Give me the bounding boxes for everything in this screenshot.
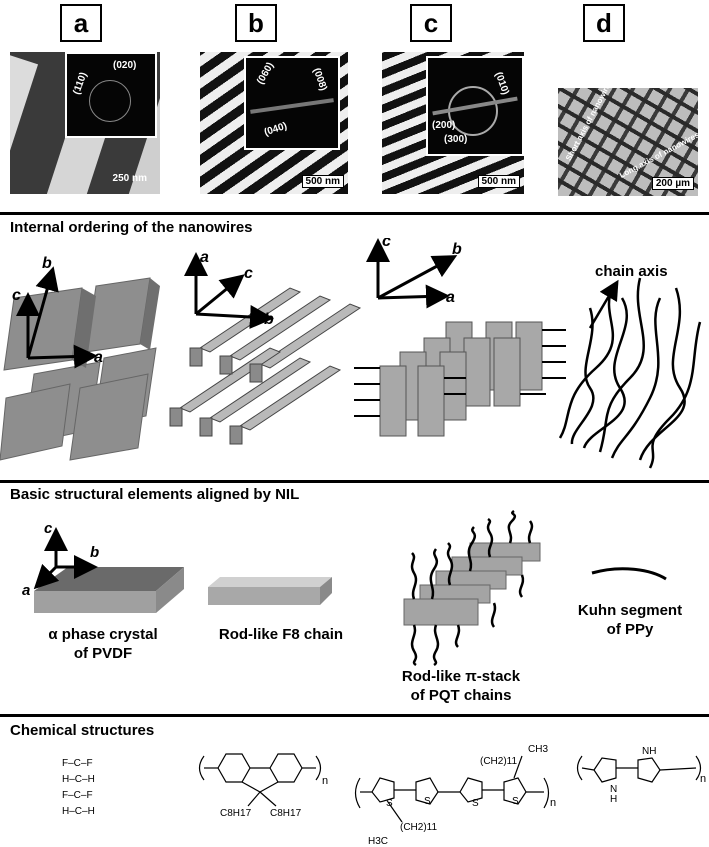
nh-group: NH	[642, 746, 656, 757]
f8-rod	[208, 577, 332, 605]
section-title-chemical: Chemical structures	[10, 722, 155, 739]
caption-line: of PPy	[606, 621, 654, 638]
diffraction-inset-b: (060) (008) (040)	[244, 56, 340, 150]
kuhn-segment-line	[591, 567, 667, 581]
micrograph-b: (060) (008) (040) 500 nm	[200, 52, 348, 194]
panel-label-b: b	[235, 4, 277, 42]
divider	[0, 714, 709, 717]
axis-label: b	[264, 311, 274, 328]
caption-line: of PQT chains	[410, 687, 512, 704]
micrograph-a: (110) (020) 250 nm	[10, 52, 160, 194]
section-title-basic: Basic structural elements aligned by NIL	[10, 486, 300, 503]
axis-label: b	[90, 544, 99, 561]
inset-label: (200)	[432, 120, 456, 131]
panel-label-a: a	[60, 4, 102, 42]
inset-label: (110)	[71, 70, 90, 97]
atom-group: F–C–F	[62, 758, 93, 769]
caption-ppy: Kuhn segment of PPy	[560, 601, 700, 639]
chain-axis-diagram	[558, 277, 702, 469]
divider	[0, 480, 709, 483]
caption-line: -stack	[476, 668, 521, 685]
inset-label: (060)	[255, 60, 277, 87]
alkyl-chain: (CH2)11	[480, 756, 517, 767]
axis-label: c	[44, 520, 53, 537]
inset-label: (020)	[113, 60, 137, 71]
panel-label-c: c	[410, 4, 452, 42]
internal-ordering-diagrams: c b a a c b	[0, 238, 702, 469]
axis-label: c	[382, 238, 391, 250]
pqt-pi-stack	[403, 509, 541, 667]
pvdf-crystal-slab: c b a	[22, 520, 184, 613]
scale-bar-b: 500 nm	[301, 175, 344, 188]
repeat-unit-n: n	[700, 773, 706, 785]
axis-label: c	[12, 287, 21, 304]
caption-f8: Rod-like F8 chain	[218, 626, 344, 643]
diffraction-inset-c: (010) (200) (300)	[426, 56, 524, 156]
rod-bundle-diagram: a c b	[169, 249, 362, 445]
atom-group: F–C–F	[62, 790, 93, 801]
chain-axis-label: chain axis	[595, 263, 668, 280]
inset-label: (040)	[262, 120, 289, 139]
micrograph-d: Short axis of nanowires Long axis of nan…	[558, 88, 698, 196]
f8-substituent: C8H17	[220, 808, 252, 819]
sulfur-atom: S	[386, 798, 393, 809]
sulfur-atom: S	[424, 796, 431, 807]
slab-stack-diagram: c b a	[0, 255, 160, 461]
axis-label: b	[42, 255, 52, 272]
inset-label: (008)	[310, 66, 329, 93]
atom-group: H–C–H	[62, 774, 95, 785]
axis-label: a	[22, 582, 30, 599]
f8-structure	[198, 753, 322, 807]
repeat-unit-n: n	[550, 797, 556, 809]
f8-substituent: C8H17	[270, 808, 302, 819]
nitrogen-atom: N	[610, 784, 617, 795]
basic-elements-diagrams: c b a	[22, 509, 667, 667]
axis-label: a	[94, 349, 103, 366]
caption-line: phase crystal	[57, 626, 158, 643]
axis-label: b	[452, 241, 462, 258]
scale-bar-a: 250 nm	[112, 173, 147, 184]
caption-pvdf: α phase crystal of PVDF	[18, 625, 188, 663]
caption-pqt: Rod-like π-stack of PQT chains	[376, 667, 546, 705]
panel-label-d: d	[583, 4, 625, 42]
scale-bar-c: 500 nm	[477, 175, 520, 188]
inset-label: (010)	[492, 70, 511, 97]
diffraction-inset-a: (110) (020)	[65, 52, 157, 138]
caption-line: Kuhn segment	[577, 602, 683, 619]
section-title-internal: Internal ordering of the nanowires	[10, 219, 253, 236]
atom-group: H–C–H	[62, 806, 95, 817]
micrograph-c: (010) (200) (300) 500 nm	[382, 52, 524, 194]
sulfur-atom: S	[472, 798, 479, 809]
caption-line: of PVDF	[73, 645, 133, 662]
methyl-group: H3C	[368, 836, 388, 847]
repeat-unit-n: n	[322, 775, 328, 787]
methyl-group: CH3	[528, 744, 548, 755]
pi-stack-diagram: c b a	[354, 238, 566, 437]
alpha-symbol: α	[48, 626, 58, 643]
axis-label: c	[244, 265, 253, 282]
axis-label: a	[446, 289, 455, 306]
pvdf-structure: F–C–F H–C–H F–C–F H–C–H	[62, 758, 95, 817]
pqt-structure	[354, 755, 550, 823]
axis-label: a	[200, 249, 209, 266]
scale-bar-d: 200 µm	[651, 177, 694, 190]
hydrogen-atom: H	[610, 794, 617, 805]
alkyl-chain: (CH2)11	[400, 822, 437, 833]
sulfur-atom: S	[512, 796, 519, 807]
divider	[0, 212, 709, 215]
ppy-structure	[576, 755, 702, 783]
chemical-structures: F–C–F H–C–H F–C–F H–C–H C8H17 C8H17 n	[62, 744, 706, 847]
caption-line: Rod-like	[401, 668, 466, 685]
pi-symbol: π	[465, 668, 477, 685]
inset-label: (300)	[444, 134, 468, 145]
